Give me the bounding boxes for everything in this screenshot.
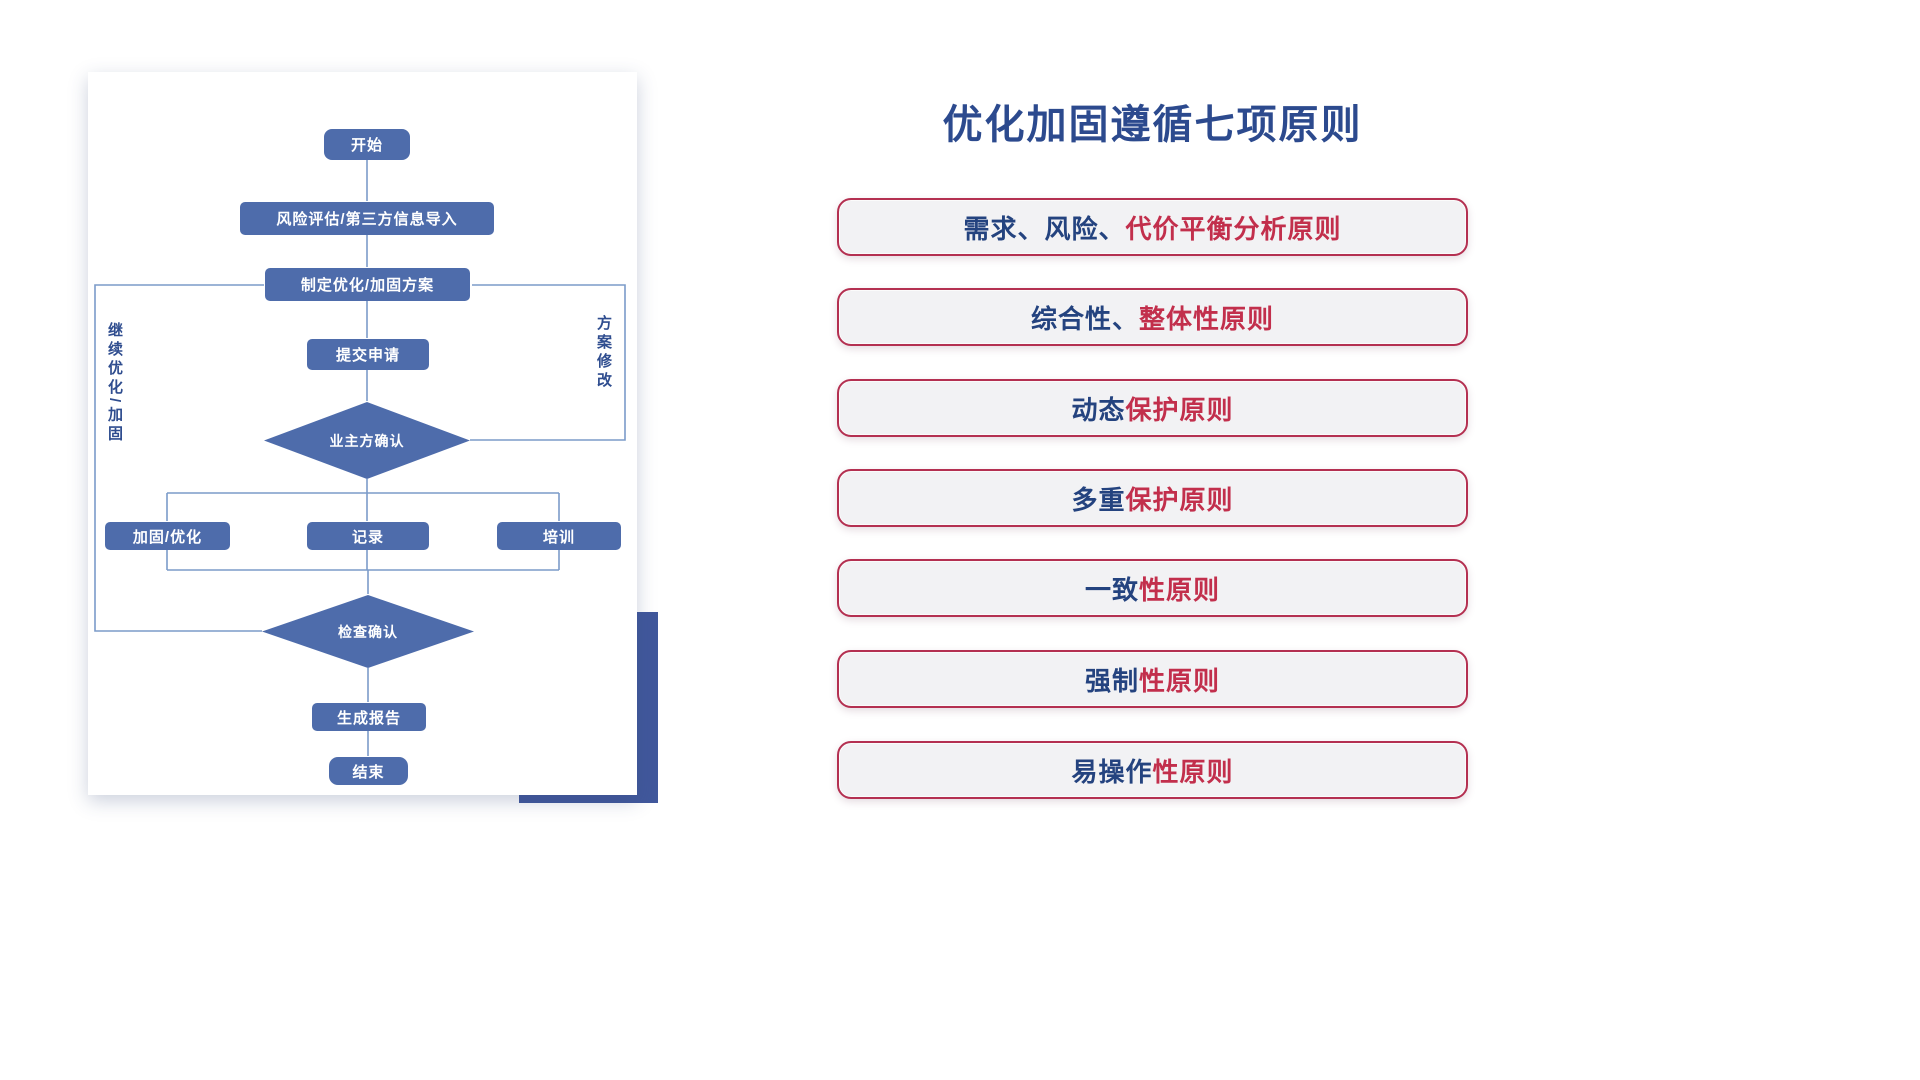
principle-text-primary: 一致 [1084, 574, 1139, 605]
flow-node-end: 结束 [329, 757, 408, 785]
flow-node-plan: 制定优化/加固方案 [265, 268, 470, 301]
principle-text-secondary: 整体性原则 [1139, 303, 1275, 334]
principle-box-4: 多重 保护原则 [837, 469, 1468, 527]
principle-text-secondary: 保护原则 [1125, 394, 1234, 425]
principle-text-primary: 强制 [1084, 665, 1139, 696]
principle-text-primary: 动态 [1071, 394, 1126, 425]
flow-node-training: 培训 [497, 522, 621, 550]
flow-connectors [94, 160, 626, 756]
flow-node-start: 开始 [324, 129, 410, 160]
flow-node-submit: 提交申请 [307, 339, 429, 370]
flow-label-continue-loop: 继续优化/加固 [106, 322, 123, 445]
principle-text-primary: 需求、风险、 [963, 213, 1126, 244]
principle-text-secondary: 代价平衡分析原则 [1125, 213, 1342, 244]
principle-text-secondary: 性原则 [1139, 665, 1221, 696]
principle-box-3: 动态 保护原则 [837, 379, 1468, 437]
principle-box-6: 强制 性原则 [837, 650, 1468, 708]
flow-node-risk-import: 风险评估/第三方信息导入 [240, 202, 494, 235]
principle-box-1: 需求、风险、 代价平衡分析原则 [837, 198, 1468, 256]
principle-box-2: 综合性、 整体性原则 [837, 288, 1468, 346]
principle-text-secondary: 保护原则 [1125, 484, 1234, 515]
principle-text-primary: 综合性、 [1030, 303, 1139, 334]
principle-text-secondary: 性原则 [1152, 756, 1234, 787]
flow-node-report: 生成报告 [312, 703, 426, 731]
flow-node-record: 记录 [307, 522, 429, 550]
principle-box-5: 一致 性原则 [837, 559, 1468, 617]
flow-node-reinforce: 加固/优化 [105, 522, 230, 550]
flow-label-revise-loop: 方案修改 [595, 315, 612, 391]
principle-text-primary: 易操作 [1071, 756, 1153, 787]
principle-box-7: 易操作 性原则 [837, 741, 1468, 799]
flowchart-card: 开始 风险评估/第三方信息导入 制定优化/加固方案 提交申请 业主方确认 加固/… [88, 72, 637, 795]
principle-text-primary: 多重 [1071, 484, 1126, 515]
principle-text-secondary: 性原则 [1139, 574, 1221, 605]
page-title: 优化加固遵循七项原则 [942, 103, 1363, 147]
